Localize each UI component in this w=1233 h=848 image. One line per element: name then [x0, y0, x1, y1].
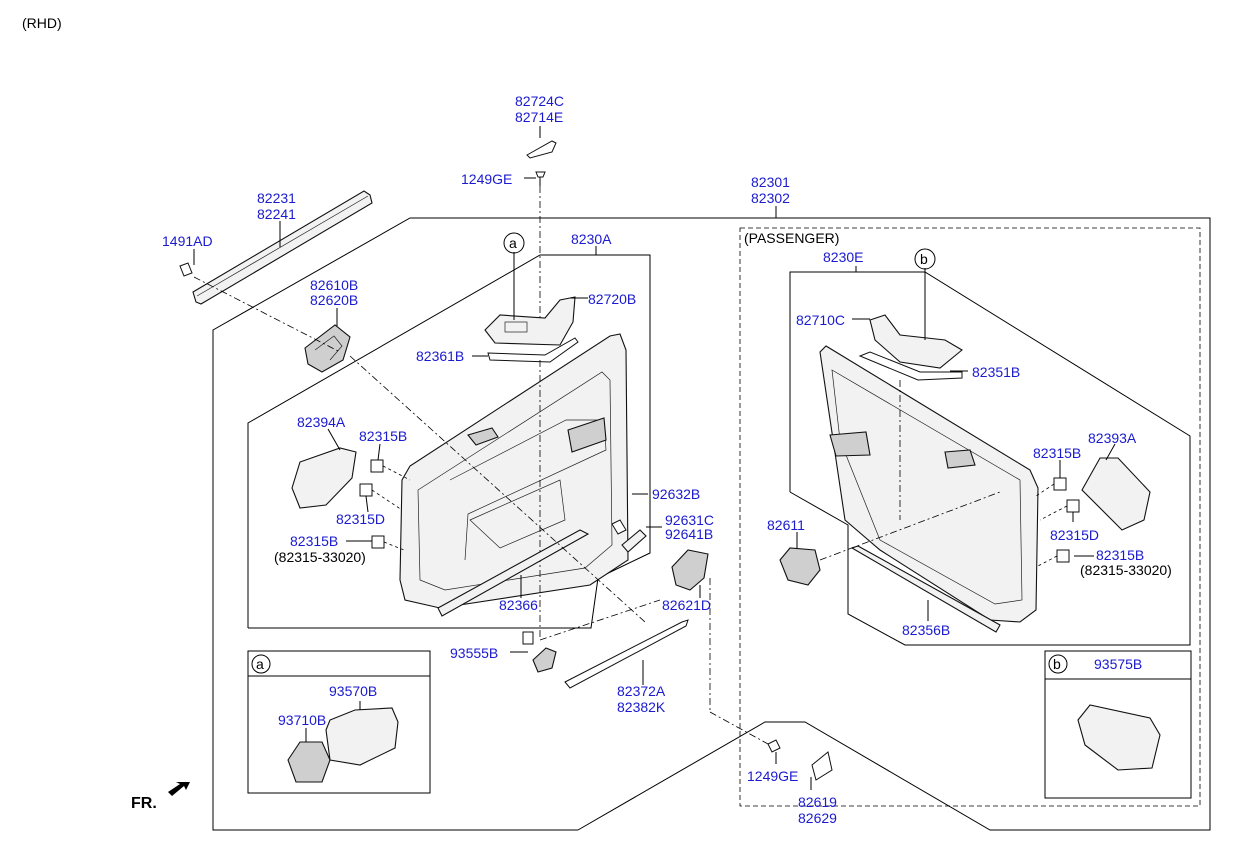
part-82372A-strip	[564, 619, 689, 689]
part-82394A-pad	[291, 447, 357, 509]
label-82315B-left-2: 82315B	[290, 533, 338, 549]
label-82620B: 82620B	[310, 292, 358, 308]
label-82315B-left-1: 82315B	[359, 428, 407, 444]
label-1249GE-bottom: 1249GE	[747, 768, 798, 784]
part-labels: 82724C 82714E 1249GE 82301 82302 82231 8…	[131, 93, 1172, 826]
part-8230E-door-trim	[819, 345, 1039, 623]
part-82393A-pad	[1081, 457, 1151, 531]
part-92632B-lamp	[611, 519, 627, 535]
label-8230A: 8230A	[571, 231, 612, 247]
part-82724C-cap	[526, 140, 557, 159]
label-82394A: 82394A	[297, 414, 346, 430]
part-82610B-inner-handle	[304, 324, 351, 373]
part-93710B-switch	[287, 741, 331, 783]
assembly-outline	[212, 217, 1211, 831]
callout-a: a	[509, 235, 517, 251]
part-82366-strip	[437, 529, 590, 617]
label-8230E: 8230E	[823, 249, 863, 265]
label-82315D-left: 82315D	[336, 511, 385, 527]
label-93570B: 93570B	[329, 683, 377, 699]
part-82315B-clip-right-2	[1056, 549, 1070, 563]
part-1249GE-screw-top	[535, 171, 546, 186]
label-passenger: (PASSENGER)	[744, 230, 839, 246]
passenger-box	[739, 227, 1201, 807]
variant-label: (RHD)	[22, 15, 62, 31]
label-82611: 82611	[767, 517, 805, 533]
subassembly-8230E-box	[789, 271, 1191, 646]
label-82241: 82241	[257, 206, 296, 222]
label-82351B: 82351B	[972, 364, 1020, 380]
label-92631C: 92631C	[665, 512, 714, 528]
label-93555B: 93555B	[450, 645, 498, 661]
part-82621D-bezel	[671, 549, 709, 591]
part-82720B-cover	[484, 296, 576, 346]
label-93710B: 93710B	[278, 712, 326, 728]
subassembly-8230A-box	[247, 254, 651, 629]
part-1249GE-screw-bottom	[767, 739, 781, 753]
part-82611-handle	[779, 547, 821, 586]
inset-b-callout: b	[1053, 656, 1061, 672]
label-82315D-right: 82315D	[1050, 527, 1099, 543]
leader-lines	[193, 126, 1116, 790]
label-fr: FR.	[131, 795, 157, 812]
label-82724C: 82724C	[515, 93, 564, 109]
part-82356B-strip	[850, 545, 1001, 633]
label-82720B: 82720B	[588, 291, 636, 307]
label-1491AD: 1491AD	[162, 233, 213, 249]
part-82315D-clip-left	[359, 483, 373, 497]
label-82619: 82619	[798, 794, 837, 810]
label-82356B: 82356B	[902, 622, 950, 638]
label-82315B-right-1: 82315B	[1033, 445, 1081, 461]
label-82393A: 82393A	[1088, 430, 1137, 446]
label-82610B: 82610B	[310, 277, 358, 293]
label-1249GE-top: 1249GE	[461, 171, 512, 187]
inset-b-box	[1044, 650, 1192, 799]
label-92641B: 92641B	[665, 526, 713, 542]
label-92632B: 92632B	[652, 486, 700, 502]
label-82710C: 82710C	[796, 312, 845, 328]
part-82231-weatherstrip	[192, 190, 373, 305]
inset-a-box	[247, 650, 431, 794]
label-82714E: 82714E	[515, 109, 563, 125]
part-82315B-clip-left-2	[371, 535, 385, 549]
callout-a-circle	[503, 232, 525, 254]
part-92631C-lamp	[621, 529, 647, 553]
part-93570B-switch-assy	[325, 707, 399, 766]
part-82315B-clip-left-1	[370, 459, 384, 473]
inset-a-callout: a	[256, 656, 264, 672]
label-82302: 82302	[751, 190, 790, 206]
label-82301: 82301	[751, 174, 790, 190]
label-82366: 82366	[499, 597, 538, 613]
callout-b-circle	[914, 248, 936, 270]
part-82361B-bracket	[487, 337, 579, 363]
part-93555B-switch	[532, 647, 557, 673]
label-82372A: 82372A	[617, 683, 666, 699]
part-1491AD-clip	[179, 262, 193, 277]
part-82710C-cover	[869, 314, 963, 369]
part-82619-cap	[811, 751, 833, 781]
label-82315B-right-2: 82315B	[1096, 547, 1144, 563]
label-ref-left: (82315-33020)	[274, 549, 366, 565]
label-82231: 82231	[257, 190, 296, 206]
part-93575B-switch	[1077, 704, 1161, 771]
label-ref-right: (82315-33020)	[1080, 562, 1172, 578]
part-82315B-clip-right-1	[1053, 477, 1067, 491]
label-82621D: 82621D	[662, 597, 711, 613]
front-arrow-icon	[168, 782, 190, 796]
callout-b: b	[920, 251, 928, 267]
part-82315D-clip-right	[1066, 499, 1080, 513]
label-82629: 82629	[798, 810, 837, 826]
label-82382K: 82382K	[617, 699, 666, 715]
dashed-connection-lines	[193, 276, 1068, 745]
part-82351B-bracket	[858, 351, 963, 381]
label-82361B: 82361B	[416, 348, 464, 364]
label-93575B: 93575B	[1094, 656, 1142, 672]
